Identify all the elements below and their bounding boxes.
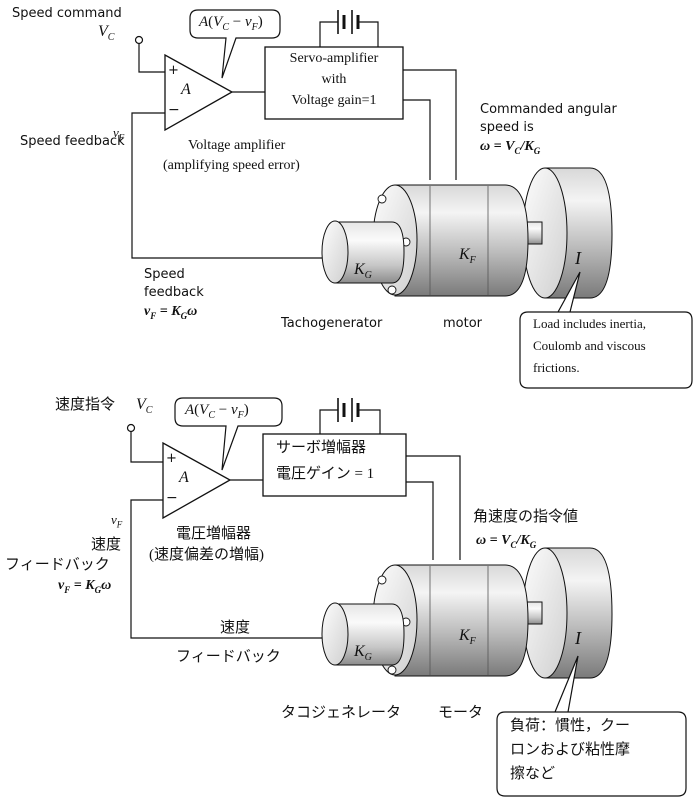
feedback2-line2-jp: フィードバック (176, 649, 281, 665)
motor-assembly (321, 167, 613, 299)
commanded-speed-line2: speed is (480, 120, 534, 135)
motor-assembly-jp (321, 547, 613, 679)
vf-symbol-jp: vF (111, 512, 123, 530)
commanded-speed-formula: ω = VC/KG (480, 139, 541, 156)
plus-input-sign: + (168, 63, 179, 78)
load-note-line2: Coulomb and viscous (533, 338, 646, 353)
speed-label-jp: 速度 (91, 537, 122, 553)
minus-input-sign: − (168, 102, 180, 118)
voltage-amplifier-triangle (164, 53, 234, 132)
error-bubble-text-jp: A(VC − vF) (185, 402, 249, 421)
feedback-wire (131, 112, 322, 259)
servo-amplifier-line1: Servo-amplifier (289, 51, 379, 66)
servo-to-motor-wire-2-jp (406, 481, 434, 560)
tachogenerator-label: Tachogenerator (281, 316, 383, 331)
voltage-amplifier-label: Voltage amplifier (188, 138, 286, 153)
battery-icon-jp (319, 398, 381, 434)
commanded-speed-formula-jp: ω = VC/KG (476, 533, 537, 550)
load-note-line2-jp: ロンおよび粘性摩 (510, 742, 631, 758)
servo-to-motor-wire-1-jp (406, 455, 461, 560)
kf-label: KF (459, 246, 476, 267)
kf-label-jp: KF (459, 627, 476, 648)
feedback-label-jp: フィードバック (5, 557, 110, 573)
command-wire-jp (130, 432, 163, 463)
load-note-line1-jp: 負荷：慣性，クー (510, 718, 631, 734)
servo-amplifier-box-jp (262, 433, 407, 497)
commanded-speed-line1-jp: 角速度の指令値 (473, 509, 579, 525)
servo-amplifier-line3: Voltage gain=1 (291, 93, 377, 108)
feedback-wire-jp (130, 499, 322, 639)
voltage-amplifier-triangle-jp (162, 441, 232, 520)
error-bubble (189, 9, 281, 79)
tachogenerator-label-jp: タコジェネレータ (281, 705, 402, 721)
load-callout-jp (496, 655, 687, 797)
error-bubble-text: A(VC − vF) (199, 14, 263, 33)
kg-label-jp: KG (354, 643, 372, 664)
load-note-line3-jp: 擦など (510, 766, 556, 782)
kg-label: KG (354, 261, 372, 282)
servo-amplifier-line1-jp: サーボ増幅器 (276, 440, 367, 456)
load-callout (519, 271, 693, 389)
feedback-formula: vF = KGω (144, 304, 198, 321)
feedback-formula-jp: vF = KGω (58, 578, 112, 595)
inertia-label-jp: I (575, 628, 581, 648)
minus-input-sign-jp: − (166, 490, 178, 506)
servo-amplifier-box (264, 46, 404, 120)
vc-symbol-jp: VC (136, 396, 153, 417)
speed-feedback-label: Speed feedback (20, 134, 125, 149)
feedback2-line1-jp: 速度 (220, 620, 251, 636)
voltage-amplifier-sublabel: (amplifying speed error) (163, 158, 300, 173)
voltage-amplifier-label-jp: 電圧増幅器 (176, 526, 252, 542)
load-note-line1: Load includes inertia, (533, 316, 646, 331)
inertia-label: I (575, 248, 581, 268)
command-wire (138, 44, 165, 73)
top-diagram (131, 9, 693, 389)
commanded-speed-line1: Commanded angular (480, 102, 617, 117)
amplifier-gain-symbol: A (181, 81, 191, 98)
motor-label: motor (443, 316, 483, 331)
vf-symbol: vF (113, 125, 125, 143)
plus-input-sign-jp: + (166, 451, 177, 466)
speed-command-label-jp: 速度指令 (55, 397, 116, 413)
load-note-line3: frictions. (533, 360, 580, 375)
feedback-speed-line2: feedback (144, 285, 204, 300)
command-terminal (134, 35, 144, 45)
voltage-amplifier-sublabel-jp: (速度偏差の増幅) (149, 547, 264, 563)
amplifier-gain-symbol-jp: A (179, 469, 189, 486)
vc-symbol: VC (98, 23, 115, 44)
servo-amplifier-line2-jp: 電圧ゲイン = 1 (276, 466, 375, 482)
command-terminal-jp (126, 423, 136, 433)
bottom-diagram (126, 397, 687, 797)
motor-label-jp: モータ (438, 705, 484, 721)
feedback-speed-line1: Speed (144, 267, 185, 282)
servo-to-motor-wire-2 (403, 99, 431, 180)
error-bubble-jp (174, 397, 283, 471)
speed-command-label: Speed command (12, 6, 122, 21)
servo-amplifier-line2: with (321, 72, 347, 87)
servo-to-motor-wire-1 (403, 69, 457, 180)
battery-icon (319, 10, 379, 47)
